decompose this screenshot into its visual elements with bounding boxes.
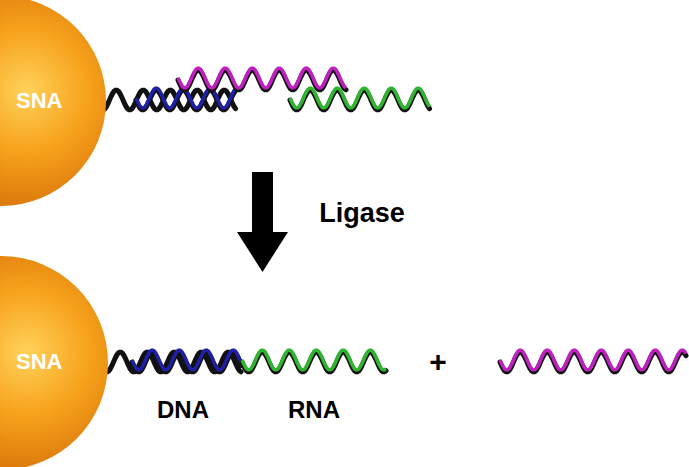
rna-strand xyxy=(242,350,386,370)
reaction-arrow xyxy=(237,172,288,272)
strand-label: DNA xyxy=(157,396,209,424)
template-strand xyxy=(500,350,686,370)
sphere-label: SNA xyxy=(16,349,62,375)
template-strand xyxy=(178,68,346,88)
plus-sign: + xyxy=(429,345,447,379)
sphere-label: SNA xyxy=(16,88,62,114)
nanoparticle-sphere: SNA xyxy=(0,0,106,206)
strand-label: RNA xyxy=(288,396,340,424)
enzyme-label: Ligase xyxy=(319,198,405,229)
nanoparticle-sphere: SNA xyxy=(0,256,108,467)
dna-strand xyxy=(132,350,242,370)
rna-strand xyxy=(290,88,430,108)
